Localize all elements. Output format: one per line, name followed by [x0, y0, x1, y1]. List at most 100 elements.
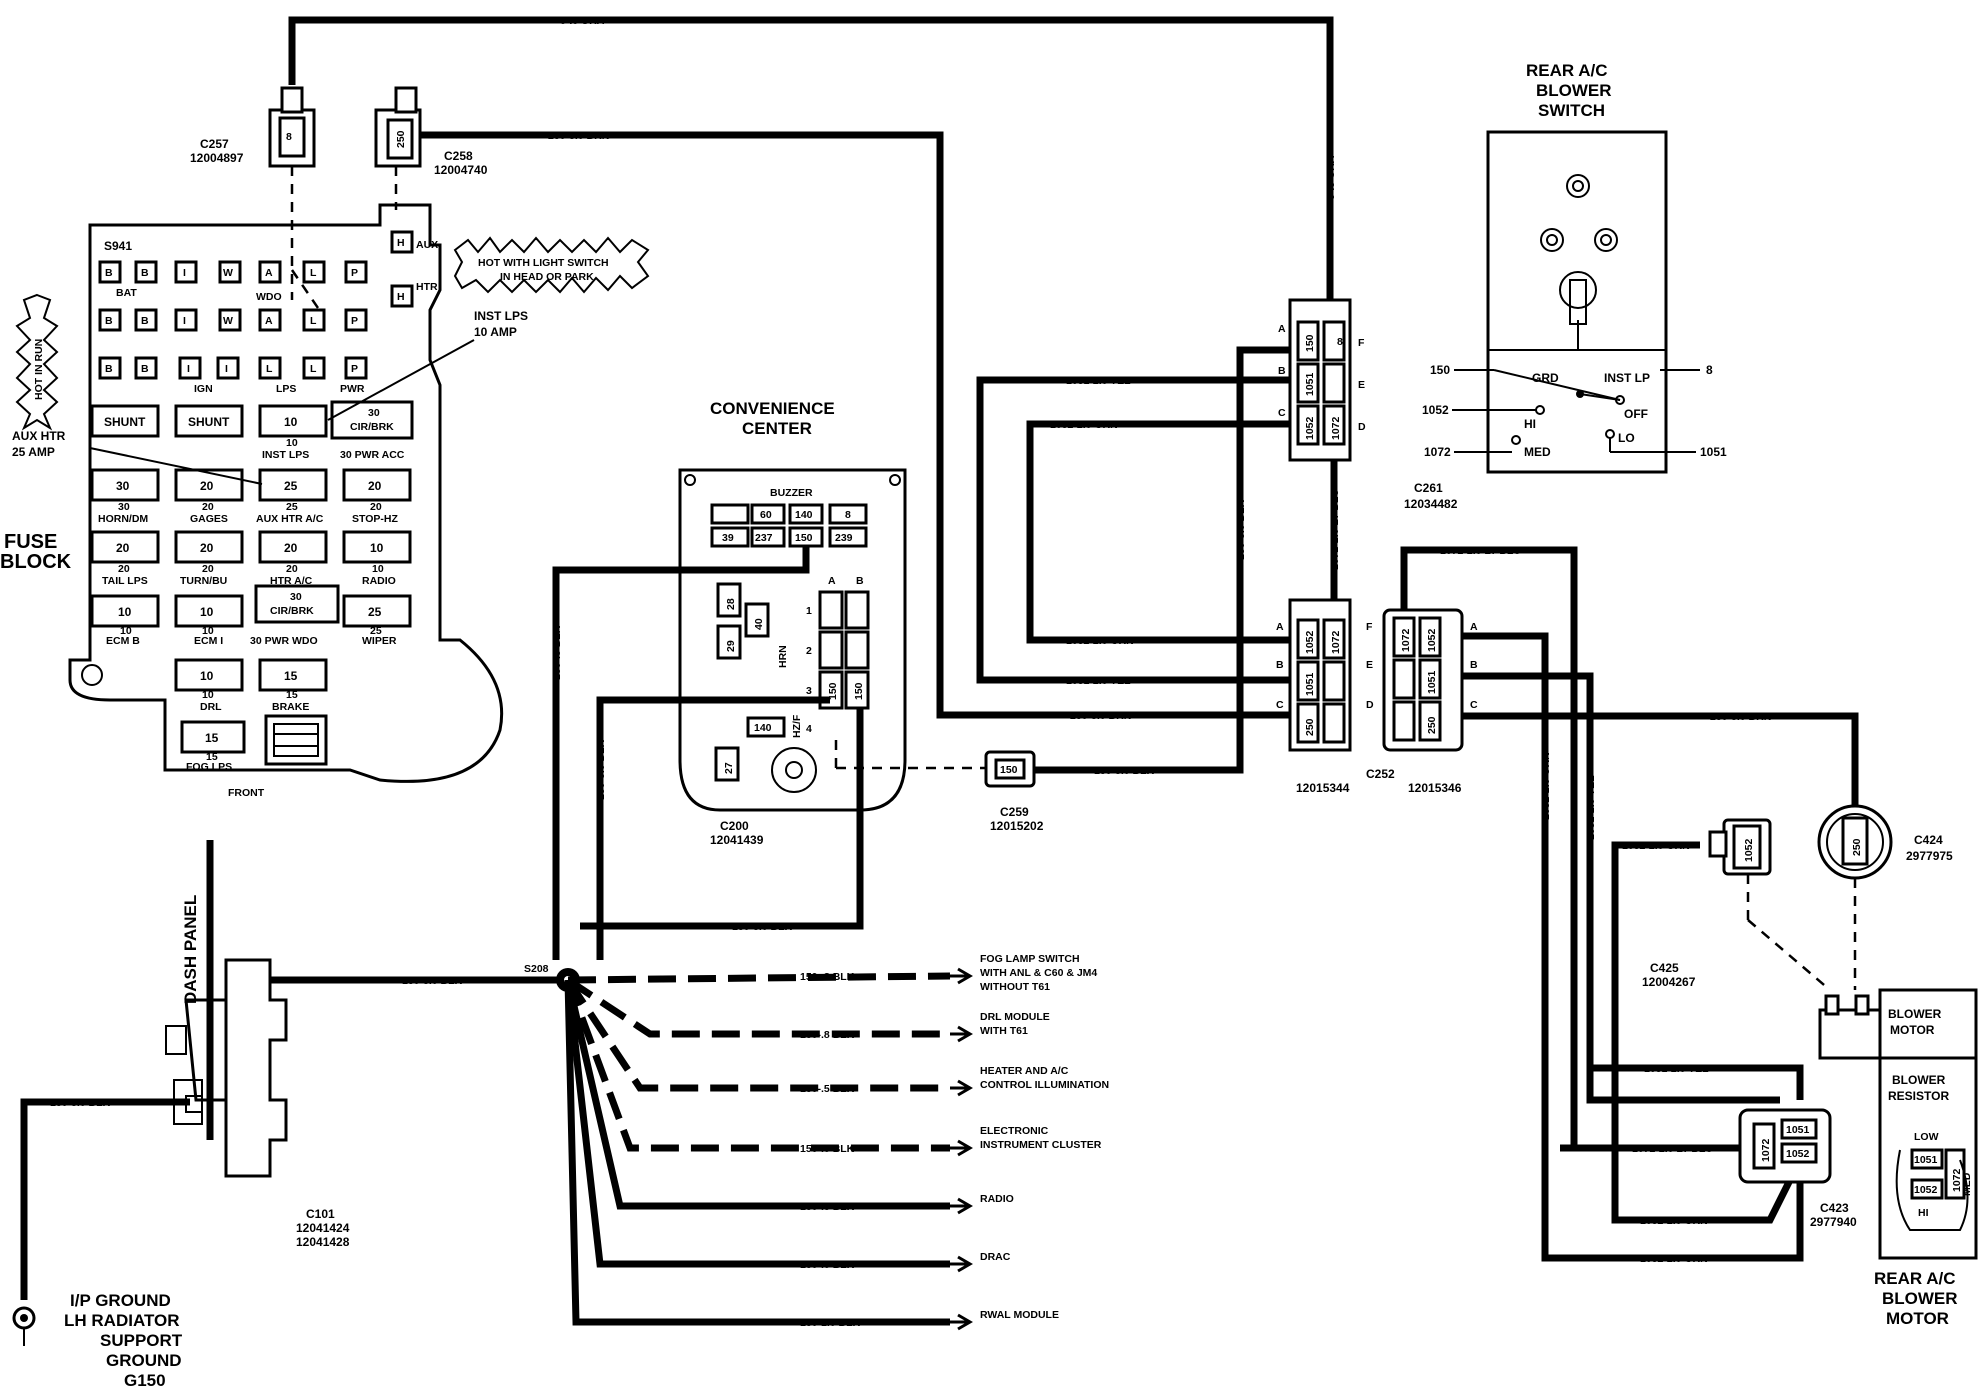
svg-text:150: 150 [1304, 334, 1316, 352]
svg-text:10: 10 [118, 605, 132, 619]
svg-text:AUX HTR A/C: AUX HTR A/C [256, 513, 324, 525]
svg-text:20: 20 [118, 563, 130, 575]
svg-text:C424: C424 [1914, 833, 1943, 847]
branch-arrow-1 [950, 967, 973, 985]
branch-arrow-4 [950, 1139, 973, 1157]
svg-text:12015202: 12015202 [990, 819, 1044, 833]
svg-text:237: 237 [755, 532, 773, 544]
connector-c258: 250 C258 12004740 [374, 86, 488, 210]
svg-text:20: 20 [286, 563, 298, 575]
svg-text:25: 25 [370, 625, 382, 637]
svg-text:BAT: BAT [116, 287, 137, 299]
svg-text:1052: 1052 [1914, 1184, 1938, 1196]
branch-destination-3: CONTROL ILLUMINATION [980, 1079, 1109, 1091]
svg-text:SHUNT: SHUNT [104, 415, 146, 429]
svg-text:W: W [223, 315, 233, 327]
svg-text:30 PWR WDO: 30 PWR WDO [250, 635, 318, 647]
svg-text:W: W [223, 267, 233, 279]
svg-text:P: P [351, 267, 358, 279]
svg-text:150-3.0 BLK: 150-3.0 BLK [402, 975, 463, 987]
svg-text:20: 20 [200, 541, 214, 555]
svg-text:C259: C259 [1000, 805, 1029, 819]
svg-text:1051-2.0 YEL: 1051-2.0 YEL [1585, 775, 1597, 840]
svg-text:GROUND: GROUND [106, 1351, 182, 1370]
svg-text:C: C [1278, 407, 1286, 419]
svg-text:I: I [183, 267, 186, 279]
svg-text:C423: C423 [1820, 1201, 1849, 1215]
svg-text:140: 140 [795, 509, 813, 521]
branch-wire-1 [567, 972, 951, 984]
svg-text:E: E [1358, 379, 1365, 391]
svg-text:150-.8 BLK: 150-.8 BLK [551, 625, 563, 680]
svg-text:C252: C252 [1366, 767, 1395, 781]
svg-text:B: B [1278, 365, 1286, 377]
svg-text:F: F [1358, 337, 1365, 349]
svg-text:L: L [266, 363, 273, 375]
branch-wire-2 [566, 977, 950, 1038]
svg-text:HTR A/C: HTR A/C [270, 575, 313, 587]
svg-text:30: 30 [290, 591, 302, 603]
svg-text:3: 3 [806, 685, 812, 697]
svg-text:250-3.0 BRN: 250-3.0 BRN [1710, 711, 1771, 723]
svg-text:1051-2.0 YEL: 1051-2.0 YEL [1066, 675, 1131, 687]
wire-blk-150-dash: 150-3.0 BLK [270, 975, 568, 987]
svg-text:S208: S208 [524, 963, 549, 975]
branch-destination-2: WITH T61 [980, 1025, 1028, 1037]
svg-text:1051-2.0 YEL: 1051-2.0 YEL [1066, 375, 1131, 387]
connector-c257: 8 C257 12004897 [190, 86, 316, 300]
svg-text:250: 250 [1304, 718, 1316, 736]
svg-text:30 PWR ACC: 30 PWR ACC [340, 449, 405, 461]
svg-text:150-3.0 BLK: 150-3.0 BLK [732, 921, 793, 933]
wire-yel-bottom [1590, 1064, 1804, 1100]
svg-text:30: 30 [118, 501, 130, 513]
svg-text:WIPER: WIPER [362, 635, 397, 647]
svg-text:P: P [351, 363, 358, 375]
dash-panel: DASH PANEL C101 12041424 12041428 [165, 840, 350, 1249]
svg-text:1052-2.0 ORN: 1052-2.0 ORN [1050, 419, 1118, 431]
svg-text:SWITCH: SWITCH [1538, 101, 1605, 120]
svg-text:AUX HTR: AUX HTR [12, 429, 66, 443]
wire-brn-top: 250-3.0 BRN [412, 130, 1290, 719]
fuse-row-1: B B I W A L P BAT WDO [98, 260, 368, 303]
svg-text:LPS: LPS [276, 383, 296, 395]
svg-text:L: L [310, 315, 317, 327]
wire-yel-1051-top: 1051-2.0 YEL 1051-2.0 YEL [976, 375, 1290, 687]
svg-text:28: 28 [725, 598, 737, 610]
branch-arrow-7 [950, 1313, 973, 1331]
svg-text:250-3.0 BRN: 250-3.0 BRN [1070, 710, 1131, 722]
svg-text:HTR: HTR [416, 281, 438, 293]
svg-text:1072: 1072 [1330, 416, 1342, 440]
svg-text:L: L [310, 363, 317, 375]
svg-text:39: 39 [722, 532, 734, 544]
svg-text:HZ/F: HZ/F [791, 714, 803, 738]
branch-wire-7 [564, 979, 950, 1326]
svg-text:20: 20 [368, 479, 382, 493]
svg-text:REAR A/C: REAR A/C [1874, 1269, 1956, 1288]
branch-wire-label-3: 150-.5 BLK [800, 1083, 855, 1095]
svg-text:MOTOR: MOTOR [1886, 1309, 1949, 1328]
svg-text:20: 20 [200, 479, 214, 493]
svg-text:DRL: DRL [200, 701, 222, 713]
wire-ltblu-1072-right: 1072-2.0 LT BLU [1400, 545, 1578, 1152]
svg-text:PWR: PWR [340, 383, 365, 395]
svg-text:DASH PANEL: DASH PANEL [181, 895, 200, 1004]
svg-text:2977975: 2977975 [1906, 849, 1953, 863]
branch-wire-6 [564, 979, 950, 1268]
fuse-block: S941 FUSE BLOCK B B I W A L P BAT WDO B … [0, 203, 650, 799]
svg-text:A: A [265, 267, 273, 279]
branch-wire-5 [564, 979, 950, 1210]
svg-text:ECM B: ECM B [106, 635, 140, 647]
svg-text:30: 30 [116, 479, 130, 493]
svg-text:B: B [105, 315, 113, 327]
svg-text:RADIO: RADIO [362, 575, 396, 587]
svg-text:1051-2.0 YEL: 1051-2.0 YEL [1644, 1063, 1709, 1075]
svg-text:25 AMP: 25 AMP [12, 445, 55, 459]
wire-blk-150-gnd: 150-3.0 BLK [20, 1097, 190, 1300]
branch-wire-label-5: 150-.5 BLK [800, 1201, 855, 1213]
svg-text:P: P [351, 315, 358, 327]
wire-brn-250-right: 250-3.0 BRN [1462, 711, 1859, 830]
svg-text:C200: C200 [720, 819, 749, 833]
